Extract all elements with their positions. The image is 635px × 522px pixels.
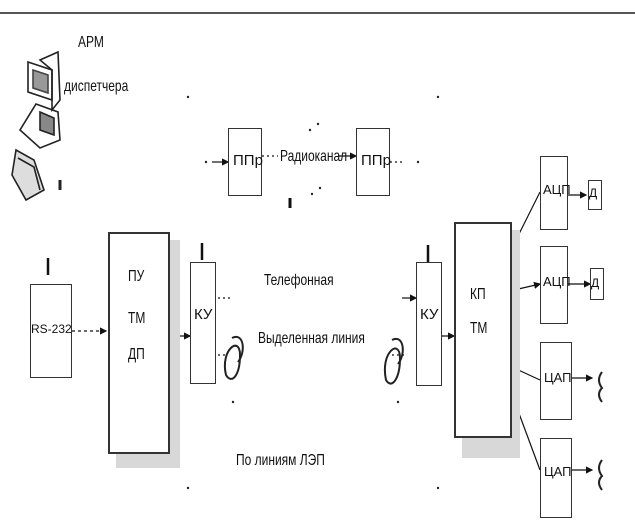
pu-block [108, 232, 170, 454]
radio-channel-label: Радиоканал [280, 148, 348, 165]
pu-label: ПУ [128, 268, 145, 285]
ku-left-block [190, 262, 216, 384]
ppr-right-label: ППр [361, 152, 391, 169]
dac-block-1 [540, 342, 572, 420]
kp-block [454, 222, 512, 438]
adc-label-2: АЦП [543, 274, 571, 289]
tm-label-left: ТМ [128, 310, 146, 327]
ppr-right-block [356, 128, 390, 196]
sensor-block-2 [590, 268, 604, 300]
adc-label-1: АЦП [543, 182, 571, 197]
decorative-dots [186, 95, 440, 490]
top-border [0, 12, 635, 14]
workstation-label: АРМ [78, 34, 104, 51]
adc-block-2 [540, 246, 568, 324]
ku-left-label: КУ [194, 306, 213, 323]
dac-label-1: ЦАП [544, 370, 572, 385]
rs232-block [30, 284, 72, 378]
sensor-block-1 [588, 180, 602, 210]
workstation-sublabel: диспетчера [64, 78, 129, 95]
dac-block-2 [540, 438, 572, 518]
power-line-label: По линиям ЛЭП [236, 452, 325, 469]
tm-label-right: ТМ [470, 320, 488, 337]
sensor-label-2: Д [591, 276, 600, 290]
dp-label: ДП [128, 346, 145, 363]
dac-label-2: ЦАП [544, 464, 572, 479]
telephone-line-label: Телефонная [264, 272, 334, 289]
ppr-left-block [228, 128, 262, 196]
modem-icon-left [223, 335, 244, 380]
dedicated-line-label: Выделенная линия [258, 330, 365, 347]
actuator-icon-2 [598, 459, 604, 491]
kp-label: КП [470, 286, 486, 303]
ku-right-label: КУ [420, 306, 439, 323]
modem-icon-right [383, 337, 404, 385]
ppr-left-label: ППр [233, 152, 263, 169]
actuator-icon-1 [598, 371, 604, 403]
adc-block-1 [540, 156, 568, 230]
ku-right-block [416, 262, 442, 386]
rs232-label: RS-232 [31, 322, 72, 336]
sensor-label-1: Д [589, 186, 598, 200]
computer-icon [11, 50, 62, 202]
